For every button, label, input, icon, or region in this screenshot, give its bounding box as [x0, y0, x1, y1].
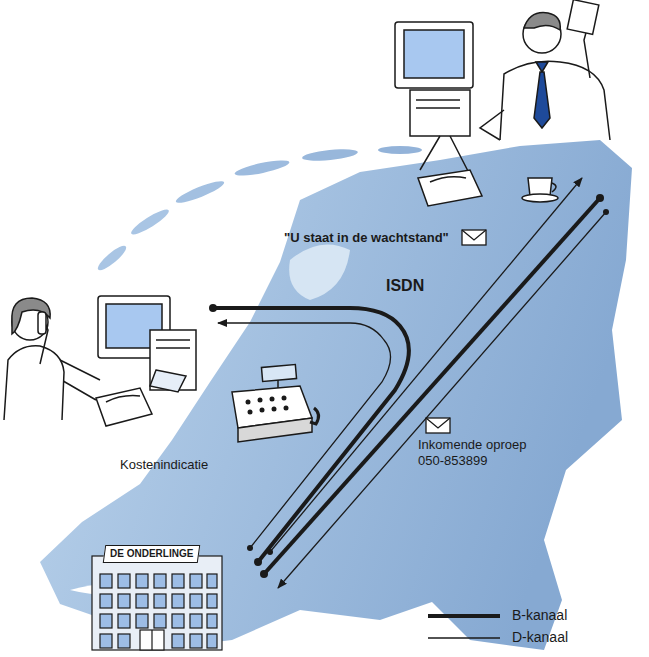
note-label: Kostenindicatie	[120, 457, 208, 473]
woman-figure	[4, 298, 64, 420]
legend-text: D-kanaal	[512, 629, 568, 646]
message-label: Inkomende oproep 050-853899	[418, 437, 536, 470]
office-building	[92, 556, 222, 650]
message-label: "U staat in de wachtstand"	[284, 230, 449, 246]
netherlands-map	[40, 140, 632, 650]
left-workstation	[58, 296, 196, 426]
man-figure	[480, 0, 610, 140]
envelope-icon	[426, 230, 486, 433]
channel-lines	[209, 178, 609, 588]
sign-text: DE ONDERLINGE	[110, 548, 193, 560]
cash-register-icon	[232, 365, 319, 442]
legend-samples	[428, 616, 500, 638]
legend-text: B-kanaal	[512, 607, 567, 624]
network-label: ISDN	[386, 276, 424, 296]
building-sign: DE ONDERLINGE	[103, 545, 201, 563]
